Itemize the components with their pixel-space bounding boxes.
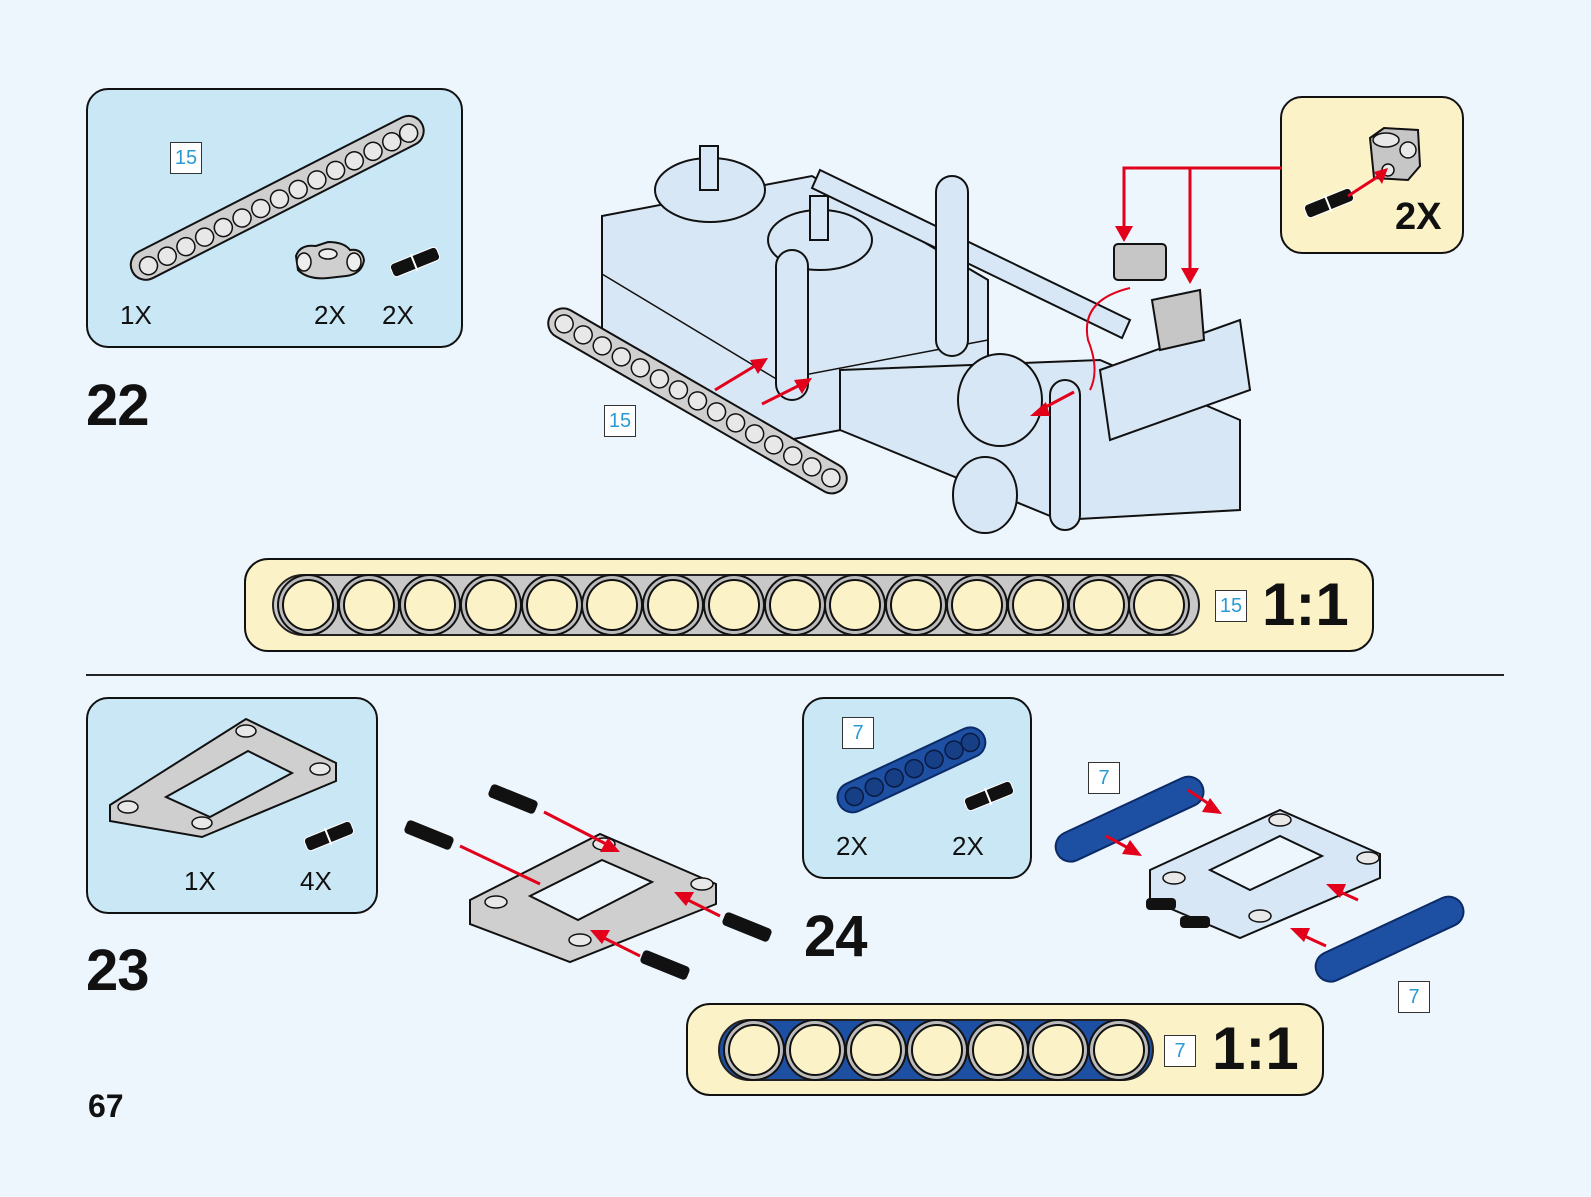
beam-hole xyxy=(464,579,517,631)
scale-ratio: 1:1 xyxy=(1212,1015,1299,1082)
callout-connector-arrows xyxy=(1115,166,1282,284)
beam-hole xyxy=(1133,579,1186,631)
step-22-assembly-illustration xyxy=(601,145,1252,534)
beam-hole xyxy=(971,1024,1024,1076)
beam-hole xyxy=(1032,1024,1085,1076)
pin-connector-icon xyxy=(294,240,366,280)
qty-label: 2X xyxy=(314,300,346,330)
beam-hole xyxy=(768,579,821,631)
length-tag: 7 xyxy=(1088,762,1120,794)
length-tag: 7 xyxy=(842,717,874,749)
beam-hole xyxy=(586,579,639,631)
friction-pin-icon xyxy=(963,780,1015,812)
beam-hole xyxy=(849,1024,902,1076)
step-22-callout-box: 2X xyxy=(1280,96,1464,254)
qty-label: 1X xyxy=(120,300,152,330)
length-tag: 15 xyxy=(170,142,202,174)
step-22-parts-box: 15 1X 2X 2X xyxy=(86,88,463,348)
step-24-assembly-illustration xyxy=(1054,775,1465,983)
open-frame-icon xyxy=(109,717,337,839)
length-tag: 15 xyxy=(1215,590,1247,622)
step-23-parts-box: 1X 4X xyxy=(86,697,378,914)
beam-7-icon xyxy=(836,726,987,814)
beam-hole xyxy=(282,579,335,631)
length-tag: 7 xyxy=(1398,981,1430,1013)
beam-hole xyxy=(728,1024,781,1076)
qty-label: 2X xyxy=(382,300,414,330)
qty-label: 2X xyxy=(952,831,984,861)
beam-hole xyxy=(1093,1024,1146,1076)
length-tag: 7 xyxy=(1164,1035,1196,1067)
beam-hole xyxy=(1011,579,1064,631)
beam-hole xyxy=(890,579,943,631)
step-24-scale-box: 7 1:1 xyxy=(686,1003,1324,1096)
scale-ratio: 1:1 xyxy=(1262,571,1349,638)
step-number: 22 xyxy=(86,373,150,438)
beam-15-scale-drawing xyxy=(272,574,1200,636)
callout-qty: 2X xyxy=(1395,196,1442,238)
beam-hole xyxy=(525,579,578,631)
step-22-scale-box: 15 1:1 xyxy=(244,558,1374,652)
beam-hole xyxy=(647,579,700,631)
step-number: 23 xyxy=(86,938,150,1003)
insert-arrow xyxy=(1347,168,1388,198)
beam-hole xyxy=(789,1024,842,1076)
step-24-parts-box: 7 2X 2X xyxy=(802,697,1032,879)
step-23-assembly-illustration xyxy=(404,784,772,980)
beam-hole xyxy=(910,1024,963,1076)
beam-hole xyxy=(707,579,760,631)
page-number: 67 xyxy=(88,1088,124,1124)
section-divider xyxy=(86,674,1504,676)
length-tag: 15 xyxy=(604,405,636,437)
beam-15-icon xyxy=(129,114,425,281)
qty-label: 2X xyxy=(836,831,868,861)
beam-15-part xyxy=(547,307,848,495)
beam-hole xyxy=(403,579,456,631)
beam-hole xyxy=(343,579,396,631)
step-number: 24 xyxy=(804,904,868,969)
cross-block-icon xyxy=(1368,126,1422,182)
friction-pin-icon xyxy=(389,246,441,278)
beam-7-scale-drawing xyxy=(718,1019,1154,1081)
qty-label: 1X xyxy=(184,866,216,896)
qty-label: 4X xyxy=(300,866,332,896)
beam-hole xyxy=(829,579,882,631)
beam-hole xyxy=(1072,579,1125,631)
beam-hole xyxy=(950,579,1003,631)
friction-pin-icon xyxy=(303,820,355,852)
